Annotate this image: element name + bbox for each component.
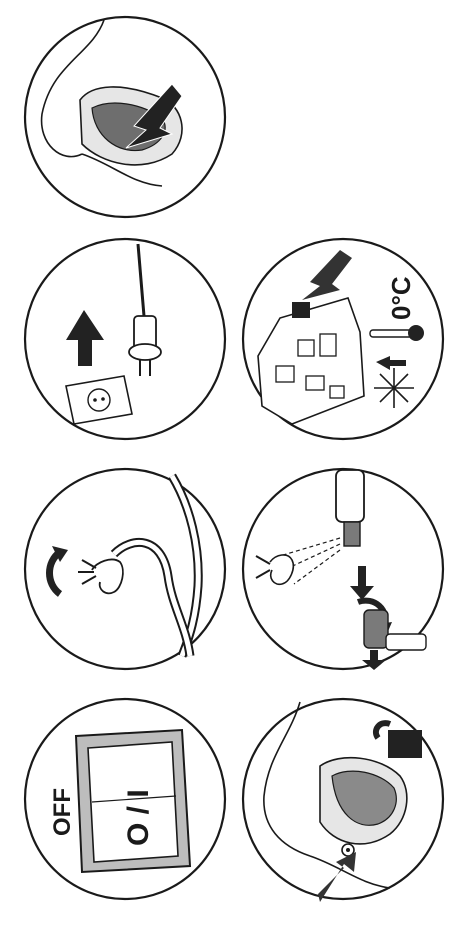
panel-tap-hose	[22, 466, 228, 672]
panel-drain-plug	[240, 696, 446, 902]
unplug-illustration	[22, 236, 228, 442]
tap-hose-illustration	[22, 466, 228, 672]
spray-hose-illustration	[240, 466, 446, 672]
panel-spray-hose	[240, 466, 446, 672]
filter-tray-illustration	[22, 14, 228, 220]
snowflake-icon	[374, 368, 414, 408]
panel-filter-tray	[22, 14, 228, 220]
drain-plug-illustration	[240, 696, 446, 902]
switch-off-illustration: O / I OFF	[22, 696, 228, 902]
switch-position-label: O / I	[122, 789, 155, 846]
panel-switch-off: O / I OFF	[22, 696, 228, 902]
frost-warning-illustration: 0°C	[240, 236, 446, 442]
panel-frost-warning: 0°C	[240, 236, 446, 442]
panel-unplug	[22, 236, 228, 442]
temperature-label: 0°C	[386, 276, 416, 320]
off-label: OFF	[49, 788, 76, 836]
